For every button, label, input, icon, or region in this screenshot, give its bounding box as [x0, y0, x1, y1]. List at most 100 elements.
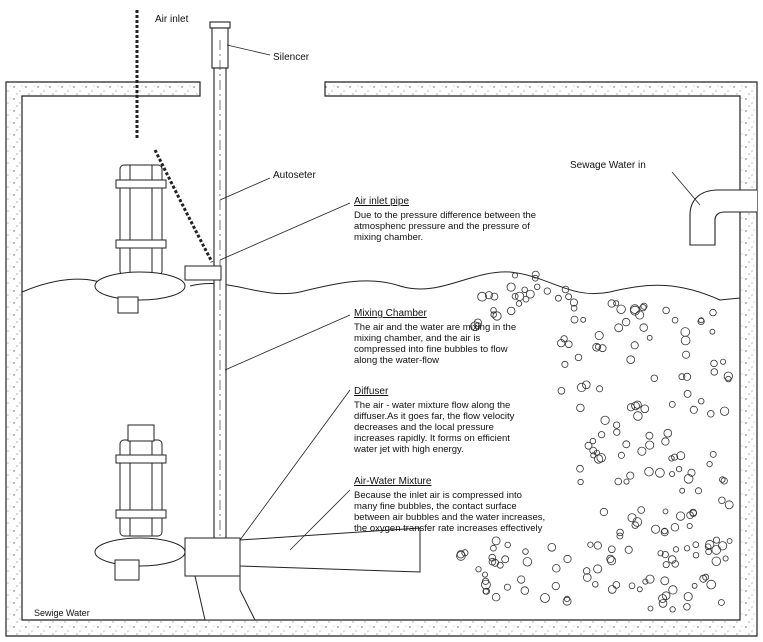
air-bubble [594, 343, 601, 350]
air-bubble [596, 385, 604, 393]
air-bubble [711, 556, 722, 567]
air-bubble [669, 606, 676, 613]
air-bubble [512, 272, 519, 279]
air-bubble [612, 421, 621, 429]
air-bubble [658, 599, 668, 608]
air-bubble [668, 400, 676, 408]
air-bubble [687, 468, 696, 477]
air-bubble [617, 451, 625, 459]
air-bubble [589, 437, 597, 445]
air-inlet-pipe-text: Due to the pressure difference between t… [354, 210, 537, 243]
air-bubble [668, 585, 678, 595]
air-bubble [626, 471, 635, 480]
air-bubble [522, 548, 529, 555]
air-bubble [661, 527, 668, 535]
air-bubble [564, 340, 573, 349]
air-bubble [660, 528, 669, 537]
air-bubble [676, 451, 686, 461]
air-bubble [642, 578, 649, 585]
air-water-mixture-text: Because the inlet air is compressed into… [354, 490, 546, 534]
air-bubble [593, 541, 602, 550]
air-bubble [514, 291, 525, 301]
air-bubble [680, 335, 691, 346]
air-bubble [691, 582, 698, 589]
air-bubble [563, 554, 572, 564]
air-bubble [671, 453, 679, 461]
air-bubble [709, 308, 717, 317]
air-bubble [477, 291, 487, 302]
air-bubble [707, 410, 715, 418]
air-bubble [640, 404, 650, 414]
air-bubble [683, 372, 692, 381]
air-bubble [639, 323, 648, 332]
air-bubble [490, 311, 497, 318]
air-bubble [507, 306, 516, 316]
air-bubble [501, 555, 510, 564]
air-bubble [650, 374, 658, 382]
air-bubble [576, 403, 585, 413]
air-bubble [645, 574, 655, 584]
air-bubble [622, 440, 631, 449]
air-bubble [557, 386, 566, 395]
air-bubble [503, 583, 511, 591]
air-bubble [710, 368, 718, 376]
air-bubble [480, 579, 491, 590]
air-bubble [637, 506, 645, 514]
air-bubble [616, 532, 624, 540]
air-bubble [661, 550, 669, 559]
air-bubble [521, 286, 528, 293]
air-bubble [726, 538, 733, 544]
air-bubble [555, 294, 562, 302]
air-bubble [719, 406, 730, 416]
air-bubble [639, 304, 647, 312]
air-bubble [722, 555, 729, 562]
air-bubble [496, 561, 504, 569]
air-bubble [547, 542, 557, 552]
air-bubble [614, 477, 623, 486]
air-bubble [647, 605, 654, 612]
air-bubble [699, 574, 708, 583]
air-bubble [660, 576, 670, 586]
air-bubble [663, 428, 673, 438]
air-bubble [689, 405, 698, 414]
diffuser [239, 527, 421, 573]
air-bubble [515, 300, 523, 307]
air-bubble [672, 546, 680, 553]
air-bubble [668, 555, 677, 564]
mixing-chamber-text: The air and the water are mixing in the … [354, 322, 517, 366]
air-bubble [597, 431, 606, 439]
air-bubble [662, 561, 670, 569]
air-bubble [661, 437, 670, 446]
air-bubble [473, 318, 482, 327]
air-bubble [683, 545, 691, 552]
air-bubble [587, 541, 594, 548]
air-inlet-pipe [209, 21, 231, 549]
air-bubble [645, 431, 654, 440]
sewage-water-label: Sewige Water [34, 608, 90, 618]
air-bubble [657, 550, 664, 557]
air-bubble [679, 487, 686, 494]
air-bubble [552, 564, 561, 573]
air-bubble [482, 587, 490, 595]
air-bubble [488, 557, 497, 566]
air-bubble [645, 440, 655, 450]
air-bubble [683, 473, 694, 484]
air-bubble [702, 573, 710, 581]
air-bubble [606, 554, 615, 564]
air-bubble [594, 330, 604, 340]
air-bubble [569, 298, 578, 307]
air-bubble [723, 371, 733, 381]
air-bubble [669, 470, 676, 477]
air-bubble [504, 541, 511, 549]
leader-lines [219, 44, 701, 551]
air-bubble [540, 593, 550, 603]
air-bubble [576, 464, 584, 473]
air-bubble [490, 292, 499, 301]
air-bubble [628, 582, 636, 590]
air-bubble [720, 358, 727, 365]
air-bubble [531, 270, 540, 279]
air-bubble [551, 581, 560, 591]
air-bubble [709, 328, 716, 335]
air-bubble [717, 541, 728, 551]
air-bubble [718, 496, 726, 504]
